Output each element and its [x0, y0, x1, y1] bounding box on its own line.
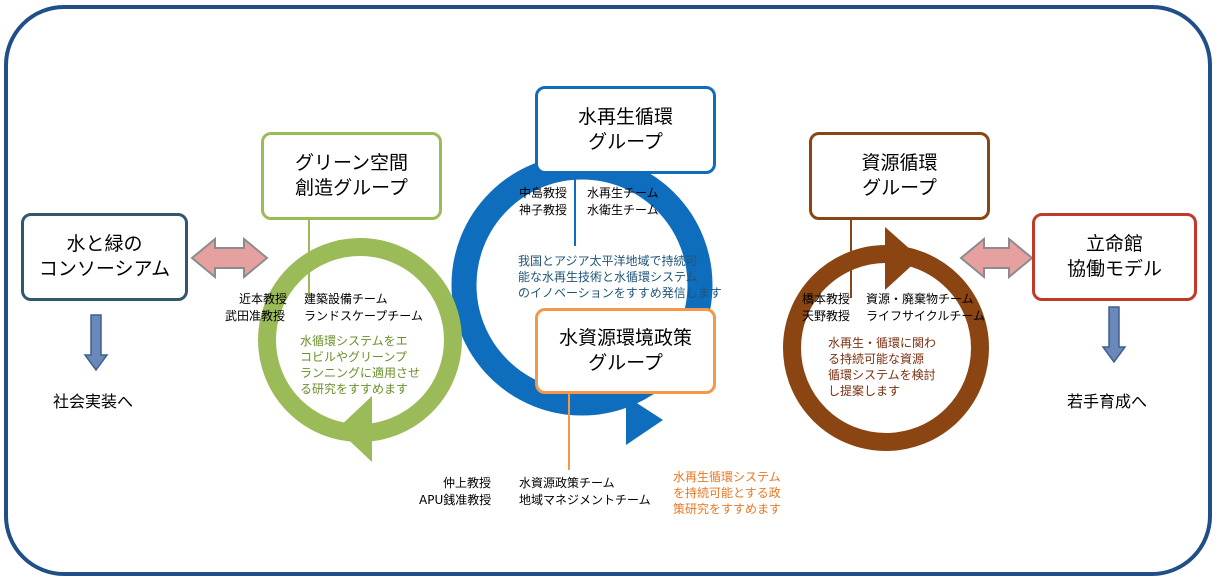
green-desc-line-3: ランニングに適用させ — [300, 366, 421, 380]
green-title-line-2: 創造グループ — [295, 177, 408, 199]
green-description: 水循環システムをエ コビルやグリーンプ ランニングに適用させ る研究をすすめます — [300, 333, 420, 397]
policy-member-1-team: 水資源政策チーム — [519, 476, 615, 490]
policy-desc-line-2: を持続可能とする政 — [673, 486, 781, 500]
policy-member-2-name: APU銭准教授 — [419, 493, 492, 507]
water-desc-line-1: 我国とアジア太平洋地域で持続可 — [518, 254, 698, 268]
water-description: 我国とアジア太平洋地域で持続可 能な水再生技術と水循環システム のイノベーション… — [518, 253, 722, 301]
consortium-line-2: コンソーシアム — [38, 258, 171, 280]
water-member-1-team: 水再生チーム — [587, 186, 659, 200]
resource-description: 水再生・循環に関わ る持続可能な資源 循環システムを検討 し提案します — [828, 335, 936, 399]
consortium-line-1: 水と緑の — [66, 233, 143, 255]
resource-member-2-name: 天野教授 — [802, 309, 851, 323]
resource-desc-line-3: 循環システムを検討 — [828, 368, 936, 382]
water-desc-line-2: 能な水再生技術と水循環システム — [518, 270, 698, 284]
water-member-2-name: 神子教授 — [519, 203, 568, 217]
right-down-arrow-icon — [1101, 306, 1127, 364]
green-desc-line-1: 水循環システムをエ — [300, 334, 408, 348]
ritsumeikan-line-1: 立命館 — [1085, 233, 1143, 255]
policy-group-box: 水資源環境政策 グループ — [535, 308, 716, 394]
resource-member-1-name: 橋本教授 — [802, 292, 851, 306]
policy-desc-line-3: 策研究をすすめます — [673, 502, 782, 516]
ritsumeikan-box: 立命館 協働モデル — [1032, 213, 1197, 301]
water-title-line-1: 水再生循環 — [577, 106, 673, 128]
resource-title-line-1: 資源循環 — [861, 152, 938, 174]
resource-title-line-2: グループ — [862, 177, 937, 199]
resource-member-1-team: 資源・廃棄物チーム — [866, 292, 974, 306]
left-double-arrow-icon — [190, 236, 269, 280]
green-member-2-name: 武田准教授 — [225, 309, 286, 323]
ritsumeikan-line-2: 協働モデル — [1066, 258, 1162, 280]
water-member-1-name: 中島教授 — [519, 186, 568, 200]
water-desc-line-3: のイノベーションをすすめ発信します — [518, 286, 722, 300]
resource-desc-line-1: 水再生・循環に関わ — [828, 336, 937, 350]
consortium-box: 水と緑の コンソーシアム — [21, 213, 188, 301]
resource-desc-line-2: る持続可能な資源 — [828, 352, 925, 366]
right-double-arrow-icon — [959, 236, 1034, 280]
green-title-line-1: グリーン空間 — [294, 152, 409, 174]
policy-title-line-1: 水資源環境政策 — [558, 327, 692, 349]
resource-member-2-team: ライフサイクルチーム — [866, 309, 986, 323]
policy-desc-line-1: 水再生循環システム — [673, 470, 781, 484]
green-member-1-team: 建築設備チーム — [304, 292, 388, 306]
resource-group-box: 資源循環 グループ — [809, 132, 990, 220]
green-cycle-arrow-icon — [337, 396, 372, 462]
brown-cycle-arrow-icon — [885, 227, 920, 290]
policy-member-2-team: 地域マネジメントチーム — [519, 493, 651, 507]
policy-member-1-name: 仲上教授 — [443, 476, 492, 490]
green-desc-line-2: コビルやグリーンプ — [300, 350, 408, 364]
green-desc-line-4: る研究をすすめます — [300, 382, 409, 396]
resource-desc-line-4: し提案します — [828, 384, 901, 398]
water-member-2-team: 水衛生チーム — [587, 203, 659, 217]
left-down-arrow-icon — [83, 314, 109, 372]
water-group-box: 水再生循環 グループ — [535, 86, 716, 174]
social-implementation-label: 社会実装へ — [53, 392, 134, 411]
outer-frame — [4, 5, 1212, 576]
green-member-1-name: 近本教授 — [239, 292, 288, 306]
policy-description: 水再生循環システム を持続可能とする政 策研究をすすめます — [673, 469, 781, 517]
blue-cycle-arrow-icon — [626, 396, 663, 445]
policy-title-line-2: グループ — [588, 352, 663, 374]
green-member-2-team: ランドスケープチーム — [304, 309, 423, 323]
water-title-line-2: グループ — [588, 131, 663, 153]
young-researchers-label: 若手育成へ — [1067, 392, 1148, 411]
green-group-box: グリーン空間 創造グループ — [261, 132, 442, 220]
